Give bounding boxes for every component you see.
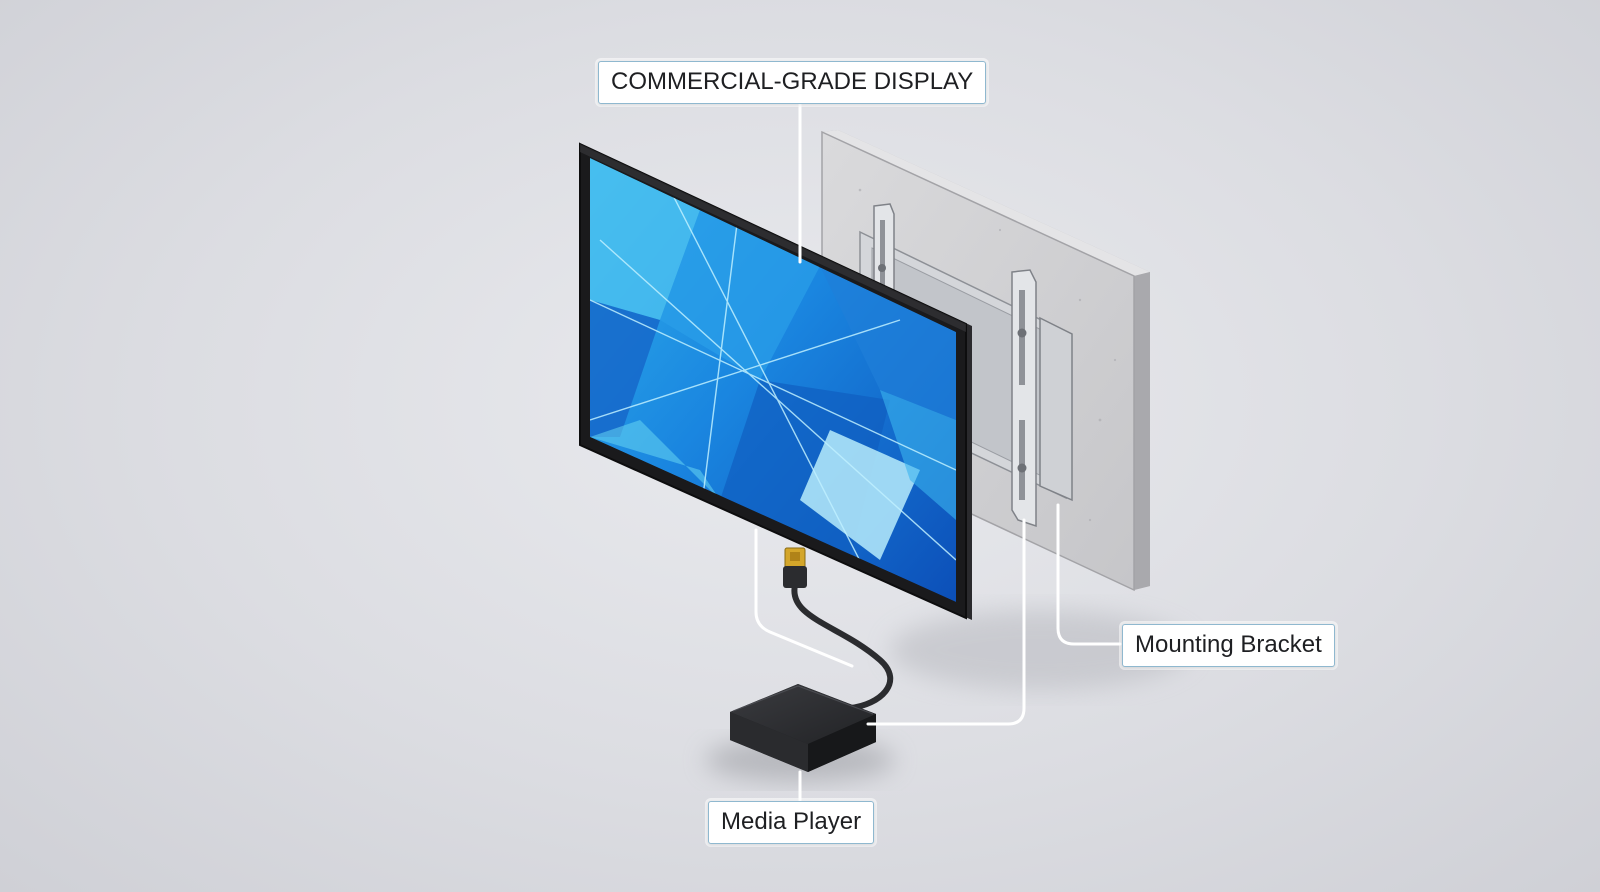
leader-lines [754, 100, 1122, 802]
display-icon [579, 142, 972, 620]
media-player-label: Media Player [708, 801, 875, 844]
screen-art [590, 158, 956, 602]
hdmi-cable-icon [783, 547, 894, 711]
mounting-bracket-label: Mounting Bracket [1122, 624, 1335, 667]
media-player-icon [730, 684, 876, 772]
display-label: COMMERCIAL-GRADE DISPLAY [598, 61, 987, 104]
